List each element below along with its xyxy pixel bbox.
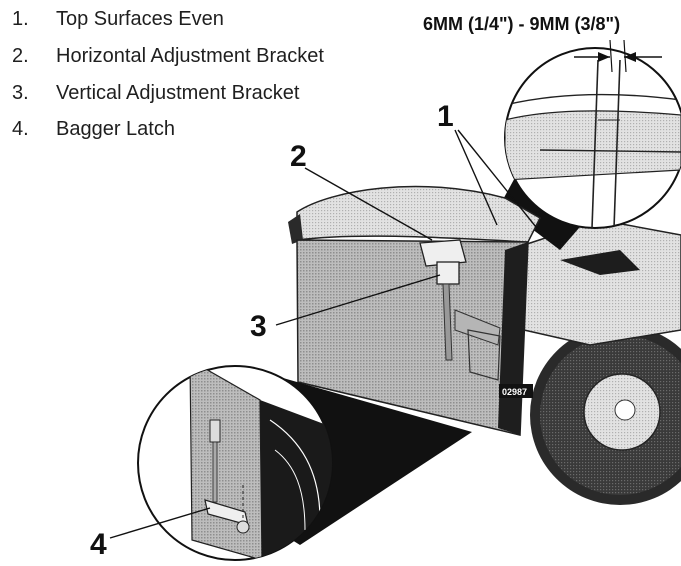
bagger-lid: [296, 185, 541, 243]
part-code: 02987: [502, 387, 527, 397]
legend-number: 4.: [12, 118, 29, 140]
legend-number: 3.: [12, 82, 29, 104]
callout-1: 1: [437, 100, 454, 133]
legend-item: 4. Bagger Latch: [12, 118, 175, 141]
legend-number: 1.: [12, 8, 29, 30]
legend-label: Vertical Adjustment Bracket: [56, 82, 300, 104]
gap-dimension: [574, 39, 662, 73]
legend-number: 2.: [12, 45, 29, 67]
legend-label: Bagger Latch: [56, 118, 175, 140]
callout-2: 2: [290, 140, 307, 173]
top-detail-magnifier: [504, 47, 681, 229]
gap-measurement-label: 6MM (1/4") - 9MM (3/8"): [423, 14, 621, 34]
legend-label: Top Surfaces Even: [56, 8, 224, 30]
legend-label: Horizontal Adjustment Bracket: [56, 45, 324, 67]
callout-4: 4: [90, 528, 107, 561]
callout-3: 3: [250, 310, 267, 343]
callout-leaders: [109, 129, 541, 539]
legend-item: 2. Horizontal Adjustment Bracket: [12, 45, 324, 68]
horizontal-bracket: [419, 239, 467, 267]
legend-item: 3. Vertical Adjustment Bracket: [12, 82, 299, 105]
tractor-wheel: [530, 325, 681, 505]
vertical-bracket: [436, 261, 460, 285]
legend-item: 1. Top Surfaces Even: [12, 8, 224, 31]
